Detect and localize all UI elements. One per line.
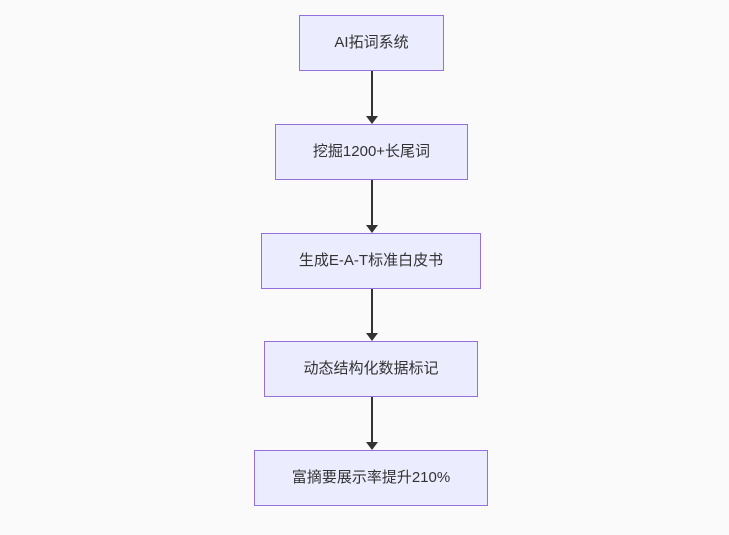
flowchart-node-ai-word-system: AI拓词系统 — [299, 15, 444, 71]
node-label: 富摘要展示率提升210% — [291, 469, 451, 486]
arrow-line — [370, 71, 373, 116]
node-label: 挖掘1200+长尾词 — [312, 143, 431, 160]
node-label: 动态结构化数据标记 — [303, 360, 439, 377]
flowchart-node-rich-snippet-result: 富摘要展示率提升210% — [254, 450, 488, 506]
arrow-line — [370, 289, 373, 333]
flowchart-node-structured-data: 动态结构化数据标记 — [264, 341, 478, 397]
flowchart-arrow — [365, 71, 378, 124]
node-label: 生成E-A-T标准白皮书 — [298, 252, 444, 269]
arrowhead-down-icon — [365, 333, 378, 341]
arrowhead-down-icon — [365, 116, 378, 124]
arrowhead-down-icon — [365, 442, 378, 450]
arrow-line — [370, 180, 373, 225]
flowchart-node-eat-whitepaper: 生成E-A-T标准白皮书 — [261, 233, 481, 289]
arrow-line — [370, 397, 373, 442]
arrowhead-down-icon — [365, 225, 378, 233]
flowchart-arrow — [365, 289, 378, 341]
flowchart-node-longtail-keywords: 挖掘1200+长尾词 — [275, 124, 468, 180]
flowchart-arrow — [365, 397, 378, 450]
flowchart-arrow — [365, 180, 378, 233]
node-label: AI拓词系统 — [334, 34, 409, 51]
